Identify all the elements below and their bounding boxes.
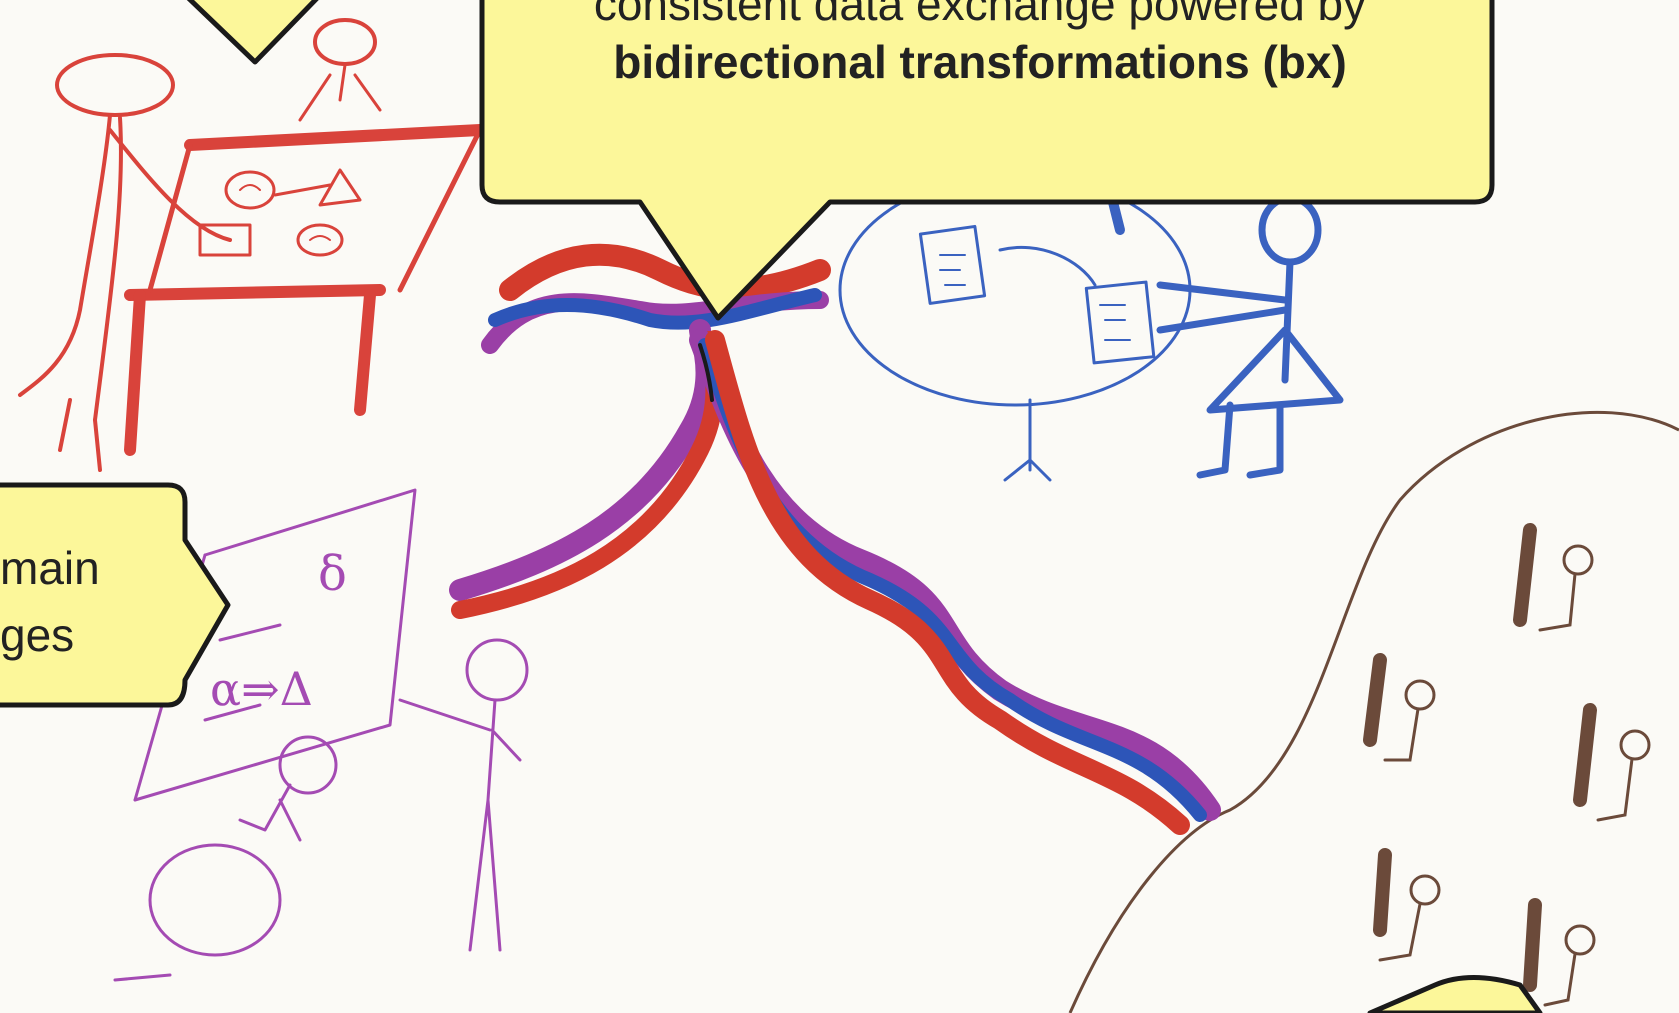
top-callout-bubble [479,0,1495,321]
blue-user-figure [838,173,1344,482]
bottom-right-callout-bubble [1367,975,1543,1013]
left-callout-line2: ges [0,608,75,661]
svg-text:δ: δ [318,546,347,602]
river-streams [449,243,1221,835]
brown-hill-group [1068,410,1679,1013]
left-callout-text: main ges [0,535,160,668]
left-callout-bubble [0,482,231,708]
left-callout-line1: main [0,542,100,594]
top-callout-text: consistent data exchange powered by bidi… [480,0,1480,91]
red-designer-figure [18,18,486,472]
svg-text:α⇒Δ: α⇒Δ [210,662,313,716]
top-left-callout-bubble [186,0,319,65]
purple-teacher-figure: δ α⇒Δ [113,488,529,982]
top-callout-line2: bidirectional transformations (bx) [613,35,1347,88]
top-callout-line1: consistent data exchange powered by [593,0,1367,30]
